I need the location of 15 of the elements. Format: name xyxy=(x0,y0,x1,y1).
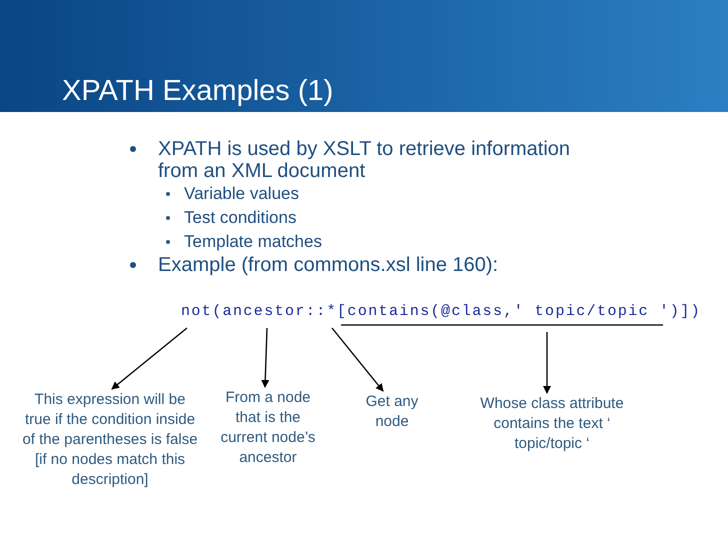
annotation-text: This expression will be true if the condition inside of the parentheses is false [if no nodes match this description] xyxy=(21,390,199,490)
arrow xyxy=(543,332,551,394)
slide-title: XPATH Examples (1) xyxy=(62,74,334,109)
annotation-text: Get any node xyxy=(364,392,420,432)
sub-bullet-text: Template matches xyxy=(184,231,323,253)
annotation-text: From a node that is the current node’s ancestor xyxy=(220,388,316,468)
bullet-text: Example (from commons.xsl line 160): xyxy=(158,254,500,276)
arrow xyxy=(332,328,384,392)
sub-bullet-text: Variable values xyxy=(184,183,300,205)
annotation-text: Whose class attribute contains the text ‘ topic/topic ‘ xyxy=(479,394,625,454)
code-expression: not(ancestor::*[contains(@class,' topic/topic ')]) xyxy=(181,302,702,322)
bullet-text: XPATH is used by XSLT to retrieve information from an XML document xyxy=(158,138,572,182)
arrow xyxy=(261,328,270,388)
arrow xyxy=(111,328,188,390)
sub-bullet-text: Test conditions xyxy=(184,207,298,229)
